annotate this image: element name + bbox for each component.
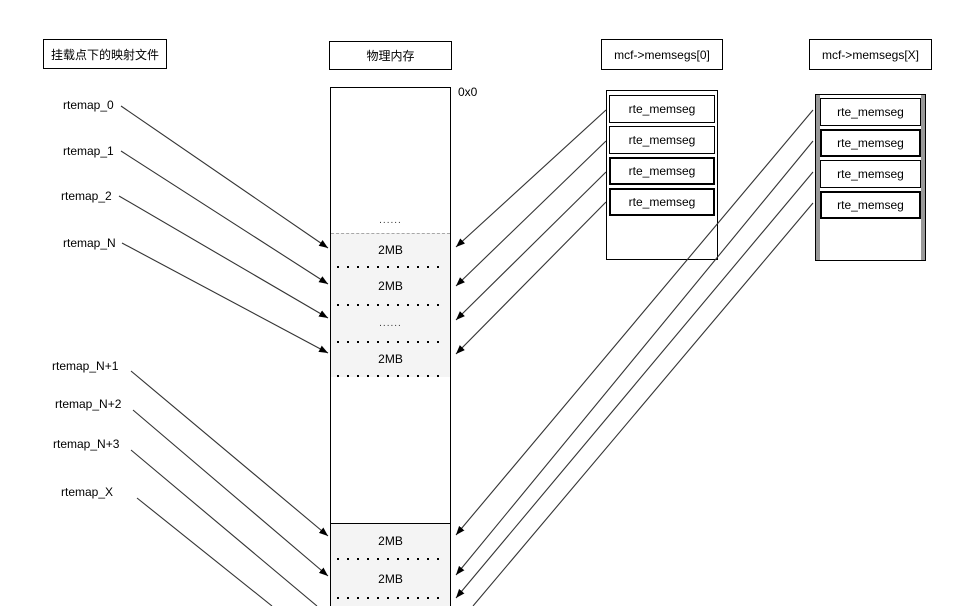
memseg-row: rte_memseg	[609, 157, 715, 185]
memseg-row: rte_memseg	[609, 188, 715, 216]
arrow-memseg0-row4-to-region1	[455, 201, 607, 355]
memory-row-ellipsis: ......	[379, 318, 402, 329]
memory-row: 2MB	[378, 243, 403, 257]
dotted-separator	[337, 266, 444, 268]
arrow-memseg0-row2-to-region1	[455, 140, 607, 287]
arrow-rtemapN2-to-region2	[132, 409, 329, 577]
memseg-row: rte_memseg	[820, 98, 921, 126]
physical-memory-title-box: 物理内存	[329, 41, 452, 70]
arrow-memsegX-row4-to-region2	[472, 202, 814, 606]
memsegsX-title-box: mcf->memsegs[X]	[809, 39, 932, 70]
rtemap-label-n3: rtemap_N+3	[53, 437, 120, 451]
dotted-separator	[337, 597, 444, 599]
rtemap-label-n1: rtemap_N+1	[52, 359, 119, 373]
rtemap-label-n: rtemap_N	[63, 236, 116, 250]
arrow-rtemap0-to-region1	[120, 105, 329, 249]
rtemap-label-x: rtemap_X	[61, 485, 114, 499]
rtemap-label-n2: rtemap_N+2	[55, 397, 122, 411]
memseg-row: rte_memseg	[820, 160, 921, 188]
arrow-rtemapN1-to-region2	[130, 370, 329, 537]
arrow-rtemap2-to-region1	[118, 195, 329, 319]
memory-row: 2MB	[378, 352, 403, 366]
arrow-rtemapN-to-region1	[121, 242, 329, 354]
arrow-rtemapN3-to-region2	[130, 449, 318, 606]
arrow-rtemap1-to-region1	[120, 150, 329, 285]
physical-memory-column: ...... 2MB 2MB ...... 2MB 2MB 2MB	[330, 87, 451, 606]
memsegs0-title-box: mcf->memsegs[0]	[601, 39, 723, 70]
memseg-row: rte_memseg	[820, 129, 921, 157]
rtemap-label-0: rtemap_0	[63, 98, 114, 112]
dotted-separator	[337, 558, 444, 560]
dotted-separator	[337, 341, 444, 343]
dotted-separator	[337, 375, 444, 377]
memseg-row: rte_memseg	[609, 95, 715, 123]
memory-region-2: 2MB 2MB	[331, 523, 450, 606]
memseg-row: rte_memseg	[820, 191, 921, 219]
memory-row: 2MB	[378, 279, 403, 293]
ellipsis-text: ......	[379, 215, 402, 226]
memseg-row: rte_memseg	[609, 126, 715, 154]
memsegs0-box: rte_memseg rte_memseg rte_memseg rte_mem…	[606, 90, 718, 260]
arrow-rtemapX-to-region2	[136, 497, 273, 606]
memory-region-1: 2MB 2MB ...... 2MB	[331, 233, 450, 377]
rtemap-label-2: rtemap_2	[61, 189, 112, 203]
memsegsX-box: rte_memseg rte_memseg rte_memseg rte_mem…	[815, 94, 926, 261]
rtemap-label-1: rtemap_1	[63, 144, 114, 158]
address-0x0-label: 0x0	[458, 85, 478, 99]
memory-row: 2MB	[378, 534, 403, 548]
mount-files-title-box: 挂载点下的映射文件	[43, 39, 167, 69]
memory-row: 2MB	[378, 571, 403, 586]
dotted-separator	[337, 304, 444, 306]
arrow-memseg0-row1-to-region1	[455, 109, 607, 248]
arrow-memseg0-row3-to-region1	[455, 171, 607, 321]
